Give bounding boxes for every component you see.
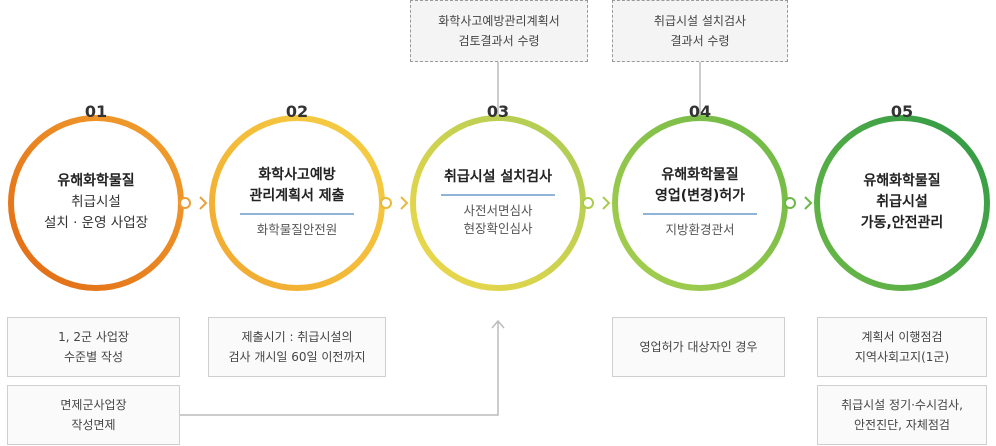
step-01: 유해화학물질 취급시설 설치 · 운영 사업장: [7, 113, 185, 291]
step-number: 03: [486, 102, 510, 121]
step-number: 05: [890, 102, 914, 121]
note-line: 제출시기 : 취급시설의: [241, 330, 353, 344]
step-03: 취급시설 설치검사 사전서면심사 현장확인심사: [409, 113, 587, 291]
note-line: 안전진단, 자체점검: [854, 418, 950, 432]
step-title: 설치 · 운영 사업장: [43, 214, 149, 231]
step-title: 유해화학물질: [661, 167, 739, 183]
flow-arrow-icon: [582, 196, 611, 210]
note-line: 계획서 이행점검: [861, 330, 943, 344]
step-title: 가동,안전관리: [860, 214, 944, 231]
note-exemption: 면제군사업장 작성면제: [7, 385, 180, 445]
step-subtitle: 화학물질안전원: [256, 222, 338, 237]
step-02: 화학사고예방 관리계획서 제출 화학물질안전원: [208, 113, 386, 291]
step-subtitle: 사전서면심사: [463, 202, 533, 218]
step-subtitle: 지방환경관서: [665, 222, 735, 237]
step-title: 취급시설 설치검사: [444, 168, 552, 185]
note-submission-deadline: 제출시기 : 취급시설의 검사 개시일 60일 이전까지: [208, 317, 386, 377]
divider: [240, 213, 354, 215]
flow-arrow-icon: [380, 196, 409, 210]
step-04: 유해화학물질 영업(변경)허가 지방환경관서: [611, 113, 789, 291]
top-note-review-result: 화학사고예방관리계획서 검토결과서 수령: [410, 0, 588, 62]
note-line: 결과서 수령: [670, 34, 730, 48]
step-number: 04: [688, 102, 712, 121]
step-number: 02: [285, 102, 309, 121]
flow-arrow-icon: [179, 196, 208, 210]
step-title: 유해화학물질: [863, 172, 941, 189]
note-line: 취급시설 정기·수시검사,: [841, 398, 963, 412]
note-line: 취급시설 설치검사: [653, 14, 747, 28]
step-title: 영업(변경)허가: [654, 188, 746, 204]
note-plan-inspection: 계획서 이행점검 지역사회고지(1군): [817, 317, 987, 377]
step-title: 취급시설: [876, 193, 928, 210]
note-line: 영업허가 대상자인 경우: [639, 340, 758, 354]
note-line: 검사 개시일 60일 이전까지: [228, 350, 366, 364]
divider: [441, 193, 555, 196]
step-title: 관리계획서 제출: [249, 188, 345, 204]
step-05-ring: [814, 115, 990, 291]
step-title: 화학사고예방: [258, 167, 336, 183]
step-title: 유해화학물질: [57, 172, 135, 189]
note-line: 면제군사업장: [60, 398, 127, 412]
step-number: 01: [84, 102, 108, 121]
connector-line: [180, 322, 499, 416]
top-note-inspection-result: 취급시설 설치검사 결과서 수령: [612, 0, 788, 62]
flow-arrow-icon: [784, 196, 813, 210]
note-grade-writing: 1, 2군 사업장 수준별 작성: [7, 317, 180, 377]
step-title: 취급시설: [71, 193, 121, 210]
divider: [643, 213, 757, 215]
note-line: 수준별 작성: [63, 350, 123, 364]
step-05: 유해화학물질 취급시설 가동,안전관리: [813, 113, 991, 291]
step-subtitle: 현장확인심사: [463, 220, 533, 236]
note-line: 화학사고예방관리계획서: [438, 14, 560, 28]
note-line: 지역사회고지(1군): [854, 350, 950, 364]
note-line: 1, 2군 사업장: [58, 330, 129, 344]
note-line: 검토결과서 수령: [458, 34, 540, 48]
note-regular-inspection: 취급시설 정기·수시검사, 안전진단, 자체점검: [817, 385, 987, 445]
arrow-up-icon: [491, 319, 505, 329]
note-business-license: 영업허가 대상자인 경우: [612, 317, 785, 377]
note-line: 작성면제: [71, 418, 116, 432]
